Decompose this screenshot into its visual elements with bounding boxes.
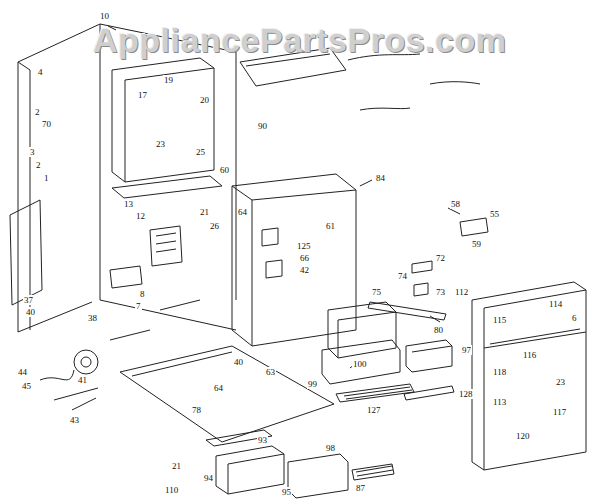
callout-number: 43	[69, 415, 80, 425]
callout-number: 60	[219, 165, 230, 175]
callout-number: 115	[492, 315, 507, 325]
scribble	[348, 54, 480, 110]
callout-number: 95	[281, 487, 292, 497]
callout-number: 100	[352, 359, 368, 369]
callout-number: 21	[171, 461, 182, 471]
callout-number: 6	[571, 313, 578, 323]
callout-number: 20	[199, 95, 210, 105]
hinge	[412, 218, 488, 296]
callout-number: 78	[191, 405, 202, 415]
callout-number: 75	[371, 287, 382, 297]
grille	[352, 464, 394, 480]
callout-number: 93	[257, 435, 268, 445]
callout-number: 12	[135, 211, 146, 221]
rail	[368, 302, 446, 320]
callout-number: 4	[37, 67, 44, 77]
evaporator-cover	[150, 226, 182, 266]
callout-number: 118	[492, 367, 507, 377]
liner-parts	[262, 228, 282, 278]
watermark: AppliancePartsPros.com	[93, 21, 506, 59]
compressor-motor	[74, 350, 98, 374]
callout-number: 25	[195, 147, 206, 157]
callout-number: 37	[23, 295, 34, 305]
callout-number: 2	[35, 160, 42, 170]
callout-number: 94	[203, 473, 214, 483]
drawer	[288, 454, 348, 498]
freezer-liner	[112, 58, 214, 182]
leader-lines	[108, 26, 460, 368]
callout-number: 125	[296, 241, 312, 251]
callout-number: 17	[137, 90, 148, 100]
bin	[406, 340, 452, 372]
shelf-trim	[404, 386, 454, 400]
tubing	[40, 300, 200, 410]
callout-number: 44	[17, 367, 28, 377]
callout-number: 38	[87, 313, 98, 323]
fresh-food-liner	[232, 174, 356, 346]
callout-number: 8	[139, 289, 146, 299]
callout-number: 112	[454, 287, 469, 297]
callout-number: 1	[43, 173, 50, 183]
callout-number: 64	[237, 207, 248, 217]
callout-number: 80	[433, 325, 444, 335]
callout-number: 116	[522, 350, 537, 360]
callout-number: 84	[375, 173, 386, 183]
callout-number: 98	[325, 443, 336, 453]
drawer-cover	[206, 430, 272, 446]
callout-number: 45	[21, 381, 32, 391]
callout-number: 3	[29, 147, 36, 157]
callout-number: 70	[41, 119, 52, 129]
callout-number: 99	[307, 379, 318, 389]
callout-number: 72	[435, 253, 446, 263]
callout-number: 2	[34, 107, 41, 117]
callout-number: 87	[355, 483, 366, 493]
callout-number: 120	[515, 431, 531, 441]
callout-number: 61	[325, 221, 336, 231]
control-housing	[110, 266, 142, 288]
mullion	[112, 176, 222, 198]
callout-number: 117	[552, 407, 567, 417]
callout-number: 55	[489, 209, 500, 219]
crisper-drawer	[328, 302, 396, 358]
callout-number: 41	[77, 375, 88, 385]
door	[472, 282, 586, 470]
callout-number: 13	[123, 199, 134, 209]
callout-number: 21	[199, 207, 210, 217]
callout-number: 73	[435, 287, 446, 297]
callout-number: 113	[492, 397, 507, 407]
callout-number: 26	[209, 221, 220, 231]
base-pan	[120, 346, 334, 442]
callout-number: 59	[471, 239, 482, 249]
callout-number: 90	[257, 121, 268, 131]
callout-number: 42	[299, 265, 310, 275]
cabinet	[18, 24, 236, 332]
shelf-grille	[336, 384, 414, 402]
callout-number: 66	[299, 253, 310, 263]
callout-number: 110	[164, 485, 179, 495]
callout-number: 40	[233, 357, 244, 367]
meat-drawer	[216, 446, 284, 494]
crisper-drawer	[322, 340, 400, 384]
callout-number: 58	[450, 199, 461, 209]
callout-number: 114	[548, 299, 563, 309]
cabinet-side-panel	[10, 200, 42, 305]
callout-number: 23	[555, 377, 566, 387]
callout-number: 128	[458, 389, 474, 399]
callout-number: 19	[163, 75, 174, 85]
callout-number: 127	[366, 405, 382, 415]
callout-number: 10	[99, 11, 110, 21]
callout-number: 63	[265, 367, 276, 377]
callout-number: 74	[397, 271, 408, 281]
callout-number: 23	[155, 139, 166, 149]
callout-number: 64	[213, 383, 224, 393]
callout-number: 7	[135, 301, 142, 311]
callout-number: 97	[461, 345, 472, 355]
callout-number: 40	[25, 307, 36, 317]
